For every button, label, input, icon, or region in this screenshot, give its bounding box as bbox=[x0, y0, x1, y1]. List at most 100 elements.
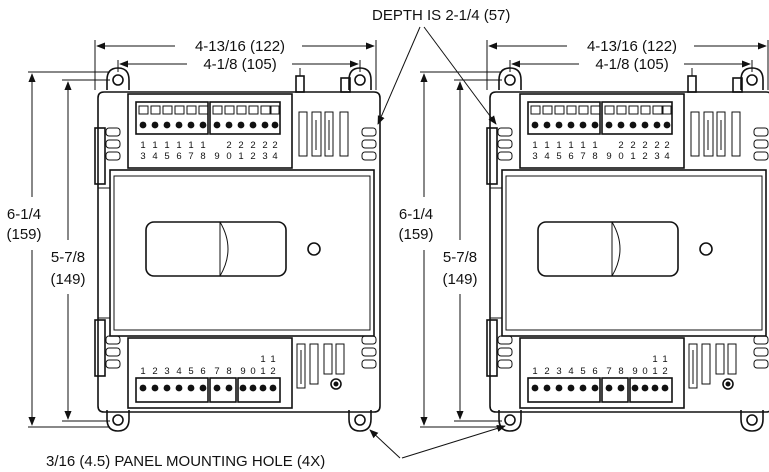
overall-width-dimension: 4-13/16 (122) bbox=[488, 38, 767, 55]
terminal-number: 6 bbox=[200, 366, 205, 377]
overall-height-mm: (159) bbox=[6, 226, 41, 243]
terminal-number: 3 bbox=[140, 151, 145, 162]
terminal-number: 6 bbox=[592, 366, 597, 377]
overall-height-in: 6-1/4 bbox=[399, 206, 433, 223]
bottom-right-switches bbox=[296, 343, 345, 390]
mounting-hole-label: 3/16 (4.5) PANEL MOUNTING HOLE (4X) bbox=[46, 453, 325, 470]
terminal-number: 1 bbox=[238, 151, 243, 162]
top-right-switches bbox=[298, 111, 349, 157]
terminal-number: 2 bbox=[654, 140, 659, 151]
overall-height-dimension: 6-1/4 (159) bbox=[6, 73, 42, 426]
terminal-number: 4 bbox=[272, 151, 277, 162]
terminal-number: 1 bbox=[152, 140, 157, 151]
terminal-number: 4 bbox=[664, 151, 669, 162]
status-led bbox=[699, 242, 713, 256]
overall-height-in: 6-1/4 bbox=[7, 206, 41, 223]
terminal-number: 1 bbox=[556, 140, 561, 151]
terminal-number: 6 bbox=[568, 151, 573, 162]
terminal-number: 3 bbox=[654, 151, 659, 162]
mounting-hole bbox=[106, 67, 130, 90]
terminal-number: 4 bbox=[544, 151, 549, 162]
hole-width-dimension: 4-1/8 (105) bbox=[511, 56, 751, 73]
terminal-number: 6 bbox=[176, 151, 181, 162]
mounting-hole bbox=[348, 67, 372, 90]
terminal-number: 3 bbox=[532, 151, 537, 162]
top-right-switches bbox=[690, 111, 741, 157]
mounting-hole bbox=[740, 410, 764, 432]
hole-height-dimension: 5-7/8 (149) bbox=[442, 81, 478, 420]
terminal-number: 1 bbox=[164, 140, 169, 151]
terminal-number: 3 bbox=[556, 366, 561, 377]
terminal-number: 2 bbox=[226, 140, 231, 151]
terminal-number: 1 bbox=[580, 140, 585, 151]
terminal-number: 1 bbox=[630, 151, 635, 162]
terminal-number: 7 bbox=[606, 366, 611, 377]
terminal-number: 7 bbox=[188, 151, 193, 162]
terminal-number: 2 bbox=[630, 140, 635, 151]
terminal-number: 2 bbox=[250, 140, 255, 151]
terminal-number: 8 bbox=[592, 151, 597, 162]
terminal-number: 3 bbox=[164, 366, 169, 377]
terminal-number: 0 bbox=[618, 151, 623, 162]
terminal-number: 8 bbox=[618, 366, 623, 377]
hole-height-mm: (149) bbox=[50, 271, 85, 288]
terminal-number: 0 bbox=[250, 366, 255, 377]
terminal-number: 1 bbox=[568, 140, 573, 151]
terminal-number: 2 bbox=[272, 140, 277, 151]
terminal-number: 8 bbox=[226, 366, 231, 377]
overall-height-dimension: 6-1/4 (159) bbox=[398, 73, 434, 426]
terminal-number: 2 bbox=[662, 366, 667, 377]
terminal-number: 9 bbox=[606, 151, 611, 162]
bottom-right-switches bbox=[688, 343, 737, 390]
terminal-number: 2 bbox=[238, 140, 243, 151]
hole-width-dimension: 4-1/8 (105) bbox=[119, 56, 359, 73]
terminal-number: 1 bbox=[652, 354, 657, 365]
terminal-number: 9 bbox=[214, 151, 219, 162]
terminal-number: 5 bbox=[556, 151, 561, 162]
overall-width-label: 4-13/16 (122) bbox=[195, 38, 285, 55]
terminal-number: 1 bbox=[260, 354, 265, 365]
terminal-number: 9 bbox=[632, 366, 637, 377]
terminal-number: 2 bbox=[618, 140, 623, 151]
terminal-number: 2 bbox=[642, 140, 647, 151]
display-window bbox=[537, 221, 679, 277]
terminal-number: 1 bbox=[532, 140, 537, 151]
hole-height-dimension: 5-7/8 (149) bbox=[50, 81, 86, 420]
hole-width-label: 4-1/8 (105) bbox=[595, 56, 668, 73]
terminal-number: 1 bbox=[260, 366, 265, 377]
controller-view-left: 4-13/16 (122) 4-1/8 (105) 6-1/4 (159) 5-… bbox=[6, 38, 381, 432]
overall-width-label: 4-13/16 (122) bbox=[587, 38, 677, 55]
terminal-number: 2 bbox=[270, 366, 275, 377]
mounting-hole bbox=[106, 410, 130, 432]
depth-label: DEPTH IS 2-1/4 (57) bbox=[372, 7, 510, 24]
hole-width-label: 4-1/8 (105) bbox=[203, 56, 276, 73]
terminal-number: 2 bbox=[664, 140, 669, 151]
hole-height-in: 5-7/8 bbox=[51, 249, 85, 266]
terminal-number: 2 bbox=[152, 366, 157, 377]
terminal-number: 9 bbox=[240, 366, 245, 377]
terminal-number: 4 bbox=[176, 366, 181, 377]
terminal-number: 1 bbox=[652, 366, 657, 377]
terminal-number: 1 bbox=[662, 354, 667, 365]
mounting-hole bbox=[348, 410, 372, 432]
terminal-number: 0 bbox=[642, 366, 647, 377]
terminal-number: 1 bbox=[532, 366, 537, 377]
terminal-number: 3 bbox=[262, 151, 267, 162]
controller-housing bbox=[486, 91, 769, 413]
terminal-number: 2 bbox=[262, 140, 267, 151]
mounting-hole bbox=[498, 67, 522, 90]
overall-width-dimension: 4-13/16 (122) bbox=[96, 38, 375, 55]
terminal-number: 5 bbox=[580, 366, 585, 377]
hole-height-in: 5-7/8 bbox=[443, 249, 477, 266]
controller-view-right: 4-13/16 (122) 4-1/8 (105) 6-1/4 (159) 5-… bbox=[398, 38, 769, 432]
terminal-number: 8 bbox=[200, 151, 205, 162]
terminal-number: 2 bbox=[544, 366, 549, 377]
terminal-number: 4 bbox=[152, 151, 157, 162]
terminal-number: 1 bbox=[270, 354, 275, 365]
terminal-number: 1 bbox=[200, 140, 205, 151]
